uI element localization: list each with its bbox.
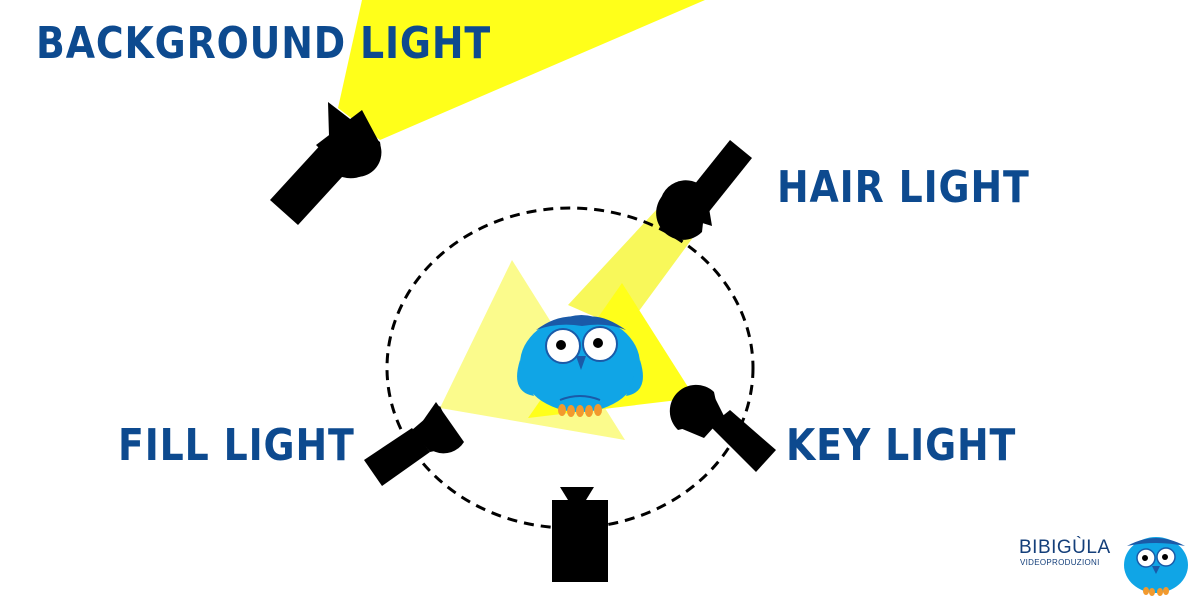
key-light-label: KEY LIGHT — [786, 420, 1017, 471]
hair-light-fixture — [656, 140, 752, 240]
background-light-beam — [338, 0, 705, 140]
brand-name: BIBIGÙLA — [1019, 537, 1111, 558]
brand-tagline: VIDEOPRODUZIONI — [1020, 558, 1100, 567]
owl-mascot-icon — [517, 315, 643, 417]
hair-light-beam — [568, 208, 700, 330]
key-light-fixture — [669, 384, 776, 472]
background-light-label: BACKGROUND LIGHT — [36, 18, 492, 69]
subject-area-circle — [385, 206, 755, 530]
fill-light-fixture — [364, 402, 464, 486]
brand-owl-logo-icon — [1124, 537, 1188, 596]
hair-light-label: HAIR LIGHT — [777, 162, 1030, 213]
camera-icon — [552, 487, 608, 582]
fill-light-label: FILL LIGHT — [118, 420, 355, 471]
background-light-fixture — [270, 102, 382, 225]
